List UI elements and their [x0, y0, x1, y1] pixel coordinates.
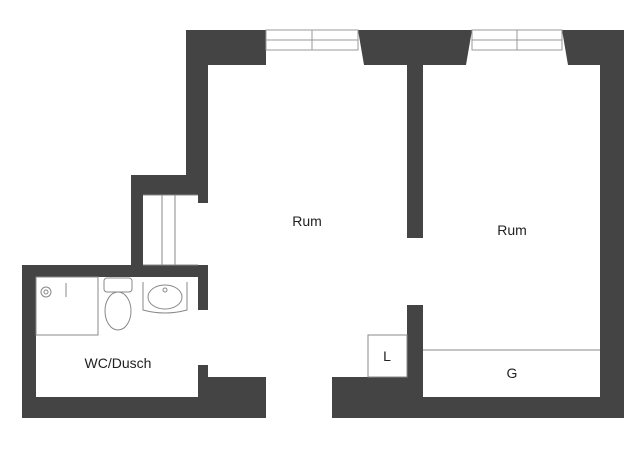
bathroom-fixtures: [35, 276, 188, 336]
bath-wall-top: [22, 265, 198, 277]
shower-area: [35, 276, 99, 336]
toilet-icon: [103, 277, 133, 331]
walls: [22, 30, 624, 418]
bath-wall-left: [22, 265, 36, 418]
partition-wall-upper: [407, 65, 423, 238]
alcove-wall-top: [131, 175, 208, 195]
top-wall-right: [562, 30, 624, 418]
bottom-wall-far-right: [407, 397, 624, 418]
shower-head-icon: [40, 283, 67, 298]
windows: [265, 29, 563, 51]
room-label-closet-g: G: [507, 365, 518, 381]
window-left: [265, 29, 359, 51]
inner-wall-stub-low: [198, 365, 208, 383]
inner-wall-stub-mid: [198, 265, 208, 310]
room-label-closet-l: L: [383, 348, 391, 364]
room-label-left: Rum: [292, 213, 322, 229]
top-wall-middle: [358, 30, 472, 65]
inner-wall-stub-upper: [198, 195, 208, 203]
alcove-wall-left: [131, 175, 143, 265]
top-wall-left: [186, 30, 266, 175]
sink-icon: [142, 282, 188, 314]
closet-l-outline: [367, 334, 408, 378]
alcove-shelves: [143, 194, 198, 266]
room-label-right: Rum: [497, 222, 527, 238]
window-right: [471, 29, 563, 51]
bottom-wall-corner: [198, 377, 266, 418]
room-label-bathroom: WC/Dusch: [85, 355, 152, 371]
